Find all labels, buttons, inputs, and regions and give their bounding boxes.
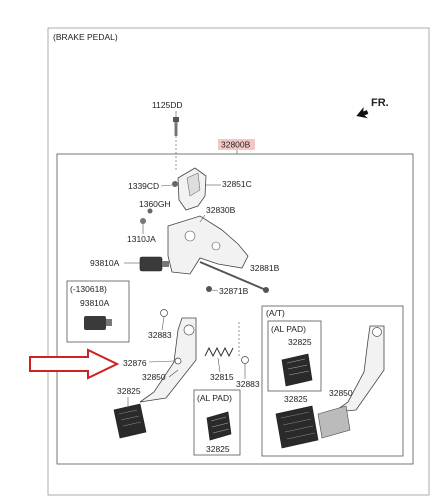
part-label-pad-at: 32825 <box>284 394 308 404</box>
switch-inset-part-label: 93810A <box>80 298 110 308</box>
assembly-part-label: 32800B <box>221 140 251 150</box>
upper-bracket-icon <box>177 167 207 211</box>
switch-inset-box <box>66 280 130 343</box>
assembly-box <box>56 153 414 465</box>
nut-icon-low <box>206 286 212 292</box>
part-label-bushing-left: 32883 <box>148 330 172 340</box>
switch-inset-label: (-130618) <box>70 284 107 294</box>
front-direction-indicator: FR. <box>356 97 389 119</box>
part-label-bolt: 1125DD <box>152 100 183 110</box>
at-pad-plate-icon <box>317 405 351 439</box>
clip-icon <box>140 218 146 224</box>
part-label-clip: 1310JA <box>127 234 156 244</box>
al-pad-inset-box <box>193 389 241 456</box>
bushing-icon-right <box>241 356 249 364</box>
pedal-arm-icon <box>139 317 197 403</box>
pin-icon <box>174 357 182 365</box>
part-label-spring: 32815 <box>210 372 234 382</box>
bushing-icon-left <box>160 309 168 317</box>
switch-inset-icon <box>84 316 112 330</box>
red-pointer-arrow <box>29 348 120 380</box>
assembly-label-highlight <box>218 139 255 150</box>
nut-icon-mid <box>147 208 153 214</box>
al-pad-at-icon <box>281 353 313 387</box>
nut-icon-top <box>172 181 178 187</box>
diagram-title: (BRAKE PEDAL) <box>53 32 118 42</box>
spring-icon <box>204 346 234 358</box>
part-label-pad-al: 32825 <box>206 444 230 454</box>
al-pad-inset-label: (AL PAD) <box>197 393 232 403</box>
al-pad-icon <box>206 411 232 441</box>
part-label-pad: 32825 <box>117 386 141 396</box>
part-label-bracket-main: 32830B <box>206 205 236 215</box>
switch-icon <box>139 256 169 272</box>
part-label-nut-top: 1339CD <box>128 181 159 191</box>
bolt-icon <box>173 117 179 136</box>
pad-icon <box>113 403 147 439</box>
al-pad-at-inset-label: (AL PAD) <box>271 324 306 334</box>
main-bracket-icon <box>167 215 249 275</box>
part-label-shaft-bolt: 32881B <box>250 263 280 273</box>
at-pad-icon <box>275 405 319 449</box>
part-label-switch: 93810A <box>90 258 120 268</box>
part-label-bracket-upper: 32851C <box>222 179 252 189</box>
part-label-pedal-arm-at: 32850 <box>329 388 353 398</box>
front-arrow-icon <box>356 106 369 119</box>
part-label-pin: 32876 <box>123 358 147 368</box>
part-label-nut-mid: 1360GH <box>139 199 171 209</box>
front-label: FR. <box>371 97 389 109</box>
shaft-bolt-icon <box>199 261 269 293</box>
part-label-pad-at-al: 32825 <box>288 337 312 347</box>
part-label-bushing-right: 32883 <box>236 379 260 389</box>
at-inset-label: (A/T) <box>266 308 285 318</box>
part-label-pedal-arm: 32850 <box>142 372 166 382</box>
part-label-nut-low: 32871B <box>219 286 249 296</box>
